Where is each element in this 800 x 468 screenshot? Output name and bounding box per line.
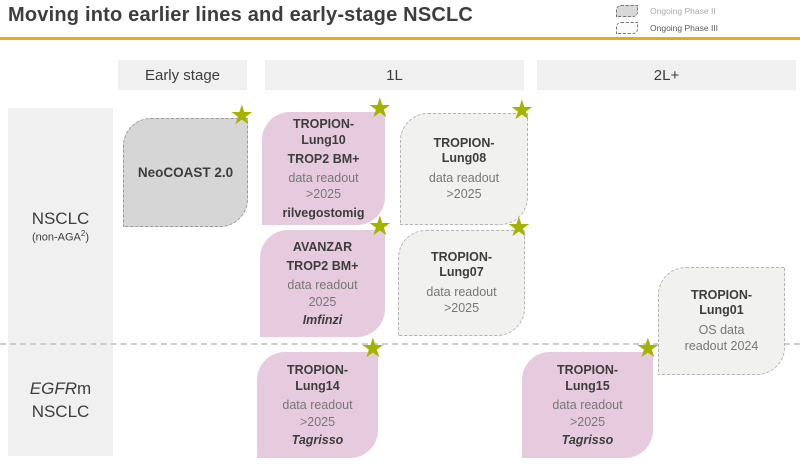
column-header-early-stage: Early stage — [118, 60, 247, 90]
trial-card-tropion-lung15: ★ TROPION-Lung15 data readout>2025 Tagri… — [522, 335, 660, 458]
trial-card-tropion-lung10: ★ TROPION-Lung10 TROP2 BM+ data readout>… — [262, 95, 392, 225]
trial-name: TROPION-Lung15 — [556, 363, 619, 393]
trial-card-tropion-lung07: ★ TROPION-Lung07 data readout>2025 — [398, 214, 531, 336]
legend-label: Ongoing Phase II — [650, 5, 716, 16]
row-label-main: EGFRm — [29, 379, 92, 398]
column-header-2l-plus: 2L+ — [537, 60, 796, 90]
row-label-column: NSCLC (non-AGA2) EGFRm NSCLC — [8, 108, 113, 456]
drug-label: Tagrisso — [561, 432, 614, 447]
readout-label: data readout>2025 — [552, 398, 623, 429]
readout-label: data readout>2025 — [288, 171, 359, 202]
legend-item-phase3: Ongoing Phase III — [616, 20, 718, 35]
row-label-nsclc: NSCLC (non-AGA2) — [8, 208, 113, 246]
drug-label: rilvegostomig — [282, 205, 365, 220]
row-separator-dashed-line — [0, 343, 800, 345]
trial-card-neocoast-2-0: ★ NeoCOAST 2.0 — [123, 102, 254, 227]
trial-name: AVANZAR — [292, 240, 353, 255]
row-label-egfrm-nsclc: EGFRm NSCLC — [8, 378, 113, 424]
trial-name: NeoCOAST 2.0 — [137, 165, 234, 180]
legend: Ongoing Phase II Ongoing Phase III — [616, 3, 718, 37]
milestone-star-icon: ★ — [360, 333, 385, 363]
readout-label: data readout>2025 — [428, 170, 500, 202]
row-label-sub: (non-AGA2) — [31, 229, 90, 244]
trial-name: TROPION-Lung01 — [690, 287, 753, 318]
trial-name: TROPION-Lung07 — [430, 249, 493, 280]
readout-label: data readout>2025 — [426, 284, 497, 316]
milestone-star-icon: ★ — [635, 333, 660, 363]
page-title: Moving into earlier lines and early-stag… — [8, 4, 474, 26]
row-label-main: NSCLC — [31, 209, 90, 228]
phase2-swatch-icon — [616, 4, 638, 17]
legend-item-phase2: Ongoing Phase II — [616, 3, 718, 18]
phase3-swatch-icon — [616, 21, 638, 34]
biomarker-label: TROP2 BM+ — [286, 258, 359, 273]
drug-label: Imfinzi — [302, 312, 343, 327]
readout-label: data readout>2025 — [282, 398, 353, 429]
trial-name: TROPION-Lung14 — [286, 363, 349, 393]
column-header-1l: 1L — [265, 60, 524, 90]
trial-name: TROPION-Lung10 — [292, 117, 355, 147]
milestone-star-icon: ★ — [367, 93, 392, 123]
milestone-star-icon: ★ — [509, 95, 534, 125]
trial-name: TROPION-Lung08 — [433, 135, 495, 166]
trial-card-tropion-lung08: ★ TROPION-Lung08 data readout>2025 — [400, 97, 534, 225]
accent-divider — [0, 37, 800, 40]
drug-label: Tagrisso — [291, 432, 344, 447]
trial-card-tropion-lung14: ★ TROPION-Lung14 data readout>2025 Tagri… — [257, 335, 385, 458]
legend-label: Ongoing Phase III — [650, 22, 719, 33]
row-label-line2: NSCLC — [31, 401, 90, 421]
milestone-star-icon: ★ — [229, 100, 254, 130]
biomarker-label: TROP2 BM+ — [287, 151, 360, 166]
